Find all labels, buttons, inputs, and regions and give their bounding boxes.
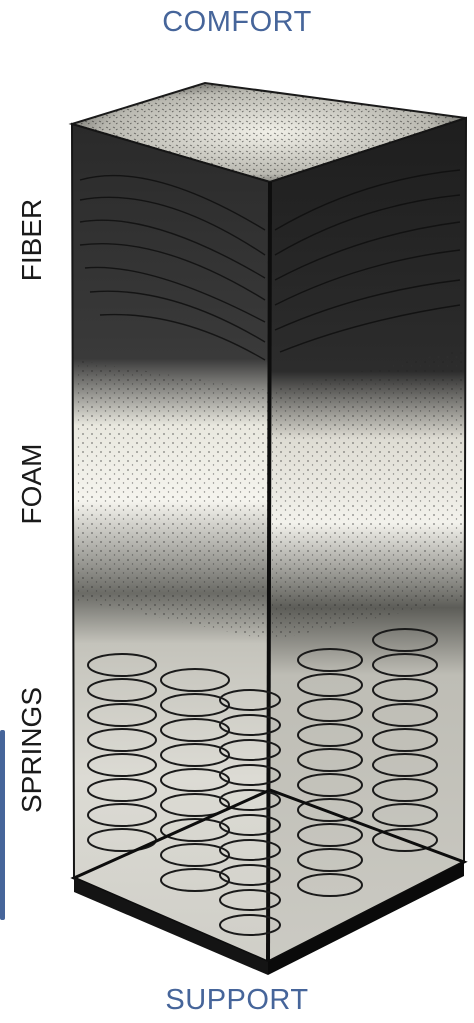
support-label: SUPPORT [0, 984, 474, 1017]
